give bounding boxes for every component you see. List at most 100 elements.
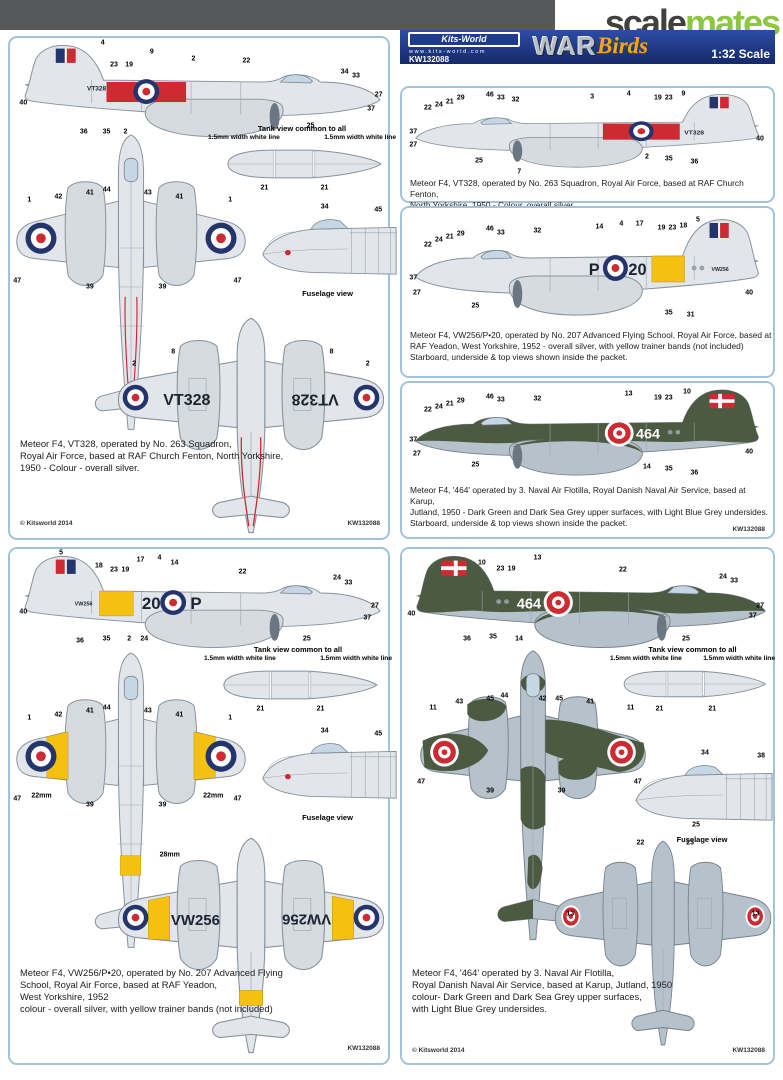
callout-number: 39 (85, 283, 94, 291)
callout-number: 8 (171, 348, 176, 356)
kitsworld-website: www.kits-world.com (409, 49, 487, 55)
callout-number: 40 (19, 608, 28, 616)
callout-number: 14 (642, 463, 651, 471)
callout-number: 21 (655, 705, 664, 713)
callout-number: 2 (132, 360, 137, 367)
product-code: KW132088 (409, 55, 450, 64)
callout-number: 45 (555, 695, 564, 703)
callout-number: 47 (13, 795, 22, 803)
callout-number: 18 (679, 222, 688, 230)
caption-vt328: Meteor F4, VT328, operated by No. 263 Sq… (20, 438, 284, 474)
callout-number: 27 (413, 450, 421, 458)
callout-number: 47 (417, 778, 426, 786)
callout-number: 27 (409, 141, 418, 149)
callout-number: 25 (306, 122, 315, 130)
callout-number: 29 (456, 94, 465, 102)
callout-number: 21 (260, 184, 269, 192)
callout-number: 13 (624, 390, 633, 398)
callout-number: 22mm (31, 792, 52, 800)
callout-number: 14 (595, 223, 604, 231)
callout-number: 44 (102, 704, 111, 712)
callout-number: 39 (557, 787, 566, 795)
callout-number: 23 (110, 61, 118, 69)
callout-number: 24 (434, 236, 443, 244)
callout-number: 24 (333, 574, 341, 582)
tank-white-line-label-left: 1.5mm width white line (610, 655, 682, 662)
tank-view-title: Tank view common to all (253, 645, 343, 654)
callout-number: 42 (54, 193, 63, 201)
callout-number: 34 (340, 68, 349, 75)
callout-number: 23 (686, 839, 695, 847)
sheet-code: KW132088 (732, 526, 765, 533)
callout-number: 23 (664, 394, 673, 402)
scale-label: 1:32 Scale (711, 47, 770, 61)
profile-serial: VT328 (87, 86, 107, 93)
caption-vt328-starboard: Meteor F4, VT328, operated by No. 263 Sq… (410, 178, 744, 210)
callout-number: 46 (486, 393, 494, 401)
callout-number: 45 (486, 695, 495, 703)
kitsworld-header-banner: Kits-World www.kits-world.com KW132088 W… (400, 30, 775, 64)
callout-number: 5 (59, 549, 64, 557)
callout-number: 39 (158, 283, 167, 291)
callout-number: 10 (683, 388, 691, 396)
callout-number: 36 (76, 637, 84, 645)
callout-number: 19 (657, 224, 666, 232)
callout-number: 34 (701, 749, 709, 757)
callout-number: 43 (144, 189, 152, 197)
callout-number: 47 (233, 795, 242, 803)
callout-number: 33 (496, 229, 505, 237)
underside-view-vw256: VW256 VW256 (112, 834, 390, 1059)
callout-number: 2 (123, 128, 128, 136)
callout-number: 11 (429, 704, 437, 712)
callout-number: 40 (745, 289, 753, 297)
underwing-serial-right: VW256 (282, 910, 331, 927)
callout-number: 47 (13, 277, 22, 285)
callout-number: 36 (463, 635, 471, 643)
fuel-tank-view: Tank view common to all 1.5mm width whit… (204, 645, 392, 715)
fuselage-view-label: Fuselage view (676, 835, 728, 844)
callout-number: 17 (136, 556, 145, 564)
callout-number: 10 (478, 559, 486, 567)
callout-number: 21 (445, 233, 454, 241)
underwing-serial-left: VT328 (163, 391, 210, 409)
profile-serial: VT328 (684, 131, 704, 136)
callout-number: 21 (708, 705, 717, 713)
callout-number: 19 (653, 94, 662, 102)
callout-number: 3 (590, 93, 595, 101)
callout-number: 22 (238, 568, 247, 576)
callout-number: 1 (27, 714, 32, 722)
tank-white-line-label-left: 1.5mm width white line (208, 134, 280, 141)
callout-number: 39 (158, 801, 167, 809)
callout-number: 32 (533, 227, 542, 234)
callout-number: 29 (456, 230, 465, 238)
tank-white-line-label-right: 1.5mm width white line (703, 655, 775, 662)
callout-number: 44 (500, 692, 509, 700)
callout-number: 13 (533, 554, 542, 562)
warbirds-logo-war: WAR (533, 31, 597, 61)
callout-number: 40 (745, 448, 753, 456)
callout-number: 34 (320, 203, 329, 211)
callout-number: 40 (756, 135, 764, 143)
callout-number: 45 (374, 730, 383, 738)
callout-number: 19 (653, 394, 662, 402)
profile-serial: VW256 (711, 267, 728, 273)
callout-number: 2 (127, 635, 132, 643)
callout-number: 44 (102, 186, 111, 194)
callout-number: 8 (329, 348, 334, 356)
callout-number: 36 (79, 128, 88, 136)
callout-number: 46 (486, 91, 494, 99)
callout-number: 42 (538, 695, 547, 703)
callout-number: 41 (175, 193, 184, 201)
callout-number: 33 (496, 94, 505, 102)
tank-view-title: Tank view common to all (648, 645, 737, 654)
callout-number: 37 (748, 612, 757, 620)
